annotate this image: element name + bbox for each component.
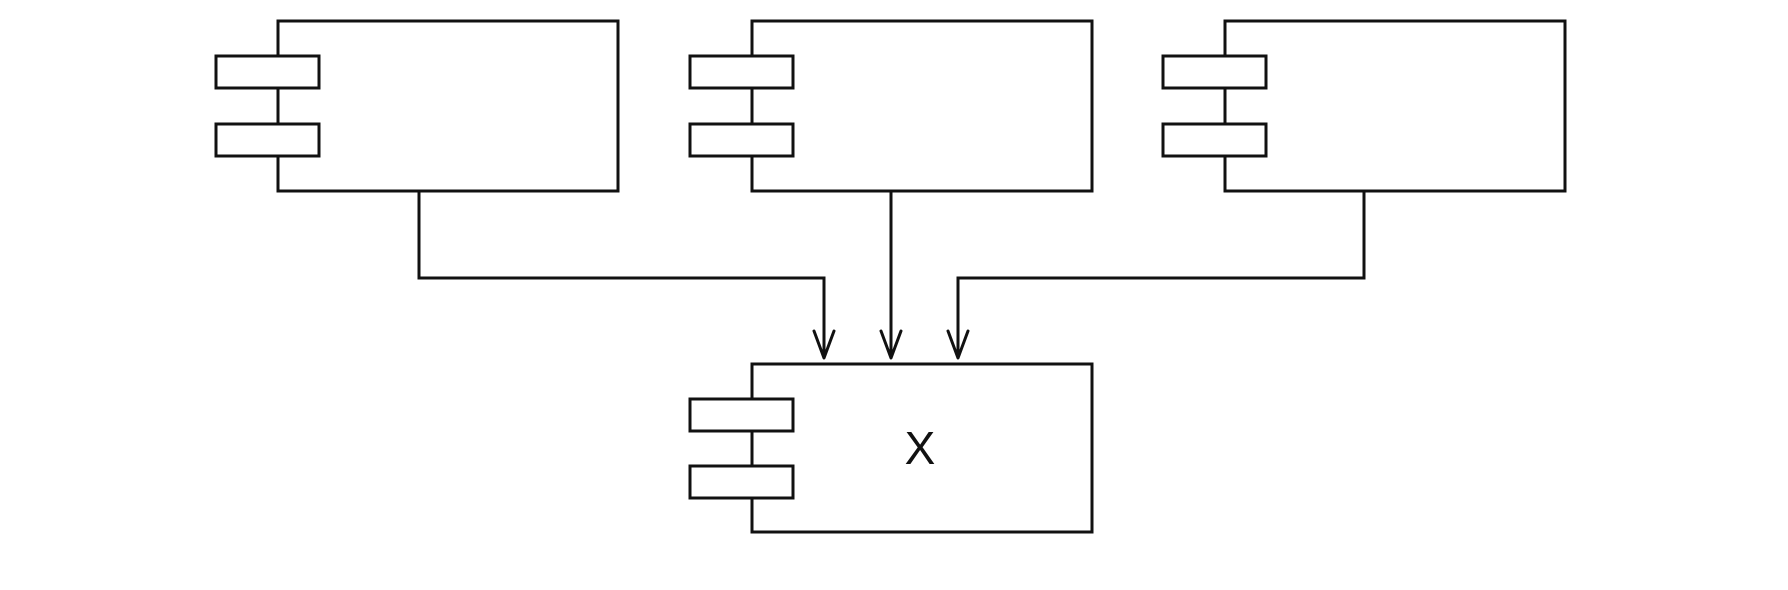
component-1-body [276, 19, 620, 193]
dependency-2-to-x [879, 191, 903, 360]
dependency-3-to-x [946, 191, 1366, 360]
component-x-port-top [688, 397, 795, 433]
component-2-port-bottom [688, 122, 795, 158]
component-2 [688, 19, 1094, 193]
dependency-1-arrowhead [812, 329, 836, 360]
component-x-port-bottom [688, 464, 795, 500]
component-3 [1161, 19, 1567, 193]
component-2-port-top [688, 54, 795, 90]
component-x: X [688, 362, 1094, 534]
component-2-body [750, 19, 1094, 193]
component-1-port-top [214, 54, 321, 90]
component-3-port-bottom [1161, 122, 1268, 158]
dependency-3-arrowhead [946, 329, 970, 360]
dependency-2-arrowhead [879, 329, 903, 360]
component-x-label: X [905, 422, 936, 474]
component-1 [214, 19, 620, 193]
component-3-body [1223, 19, 1567, 193]
dependency-1-line [417, 191, 826, 357]
component-3-port-top [1161, 54, 1268, 90]
dependency-3-line [956, 191, 1366, 357]
dependency-1-to-x [417, 191, 836, 360]
component-1-port-bottom [214, 122, 321, 158]
component-x-body [750, 362, 1094, 534]
